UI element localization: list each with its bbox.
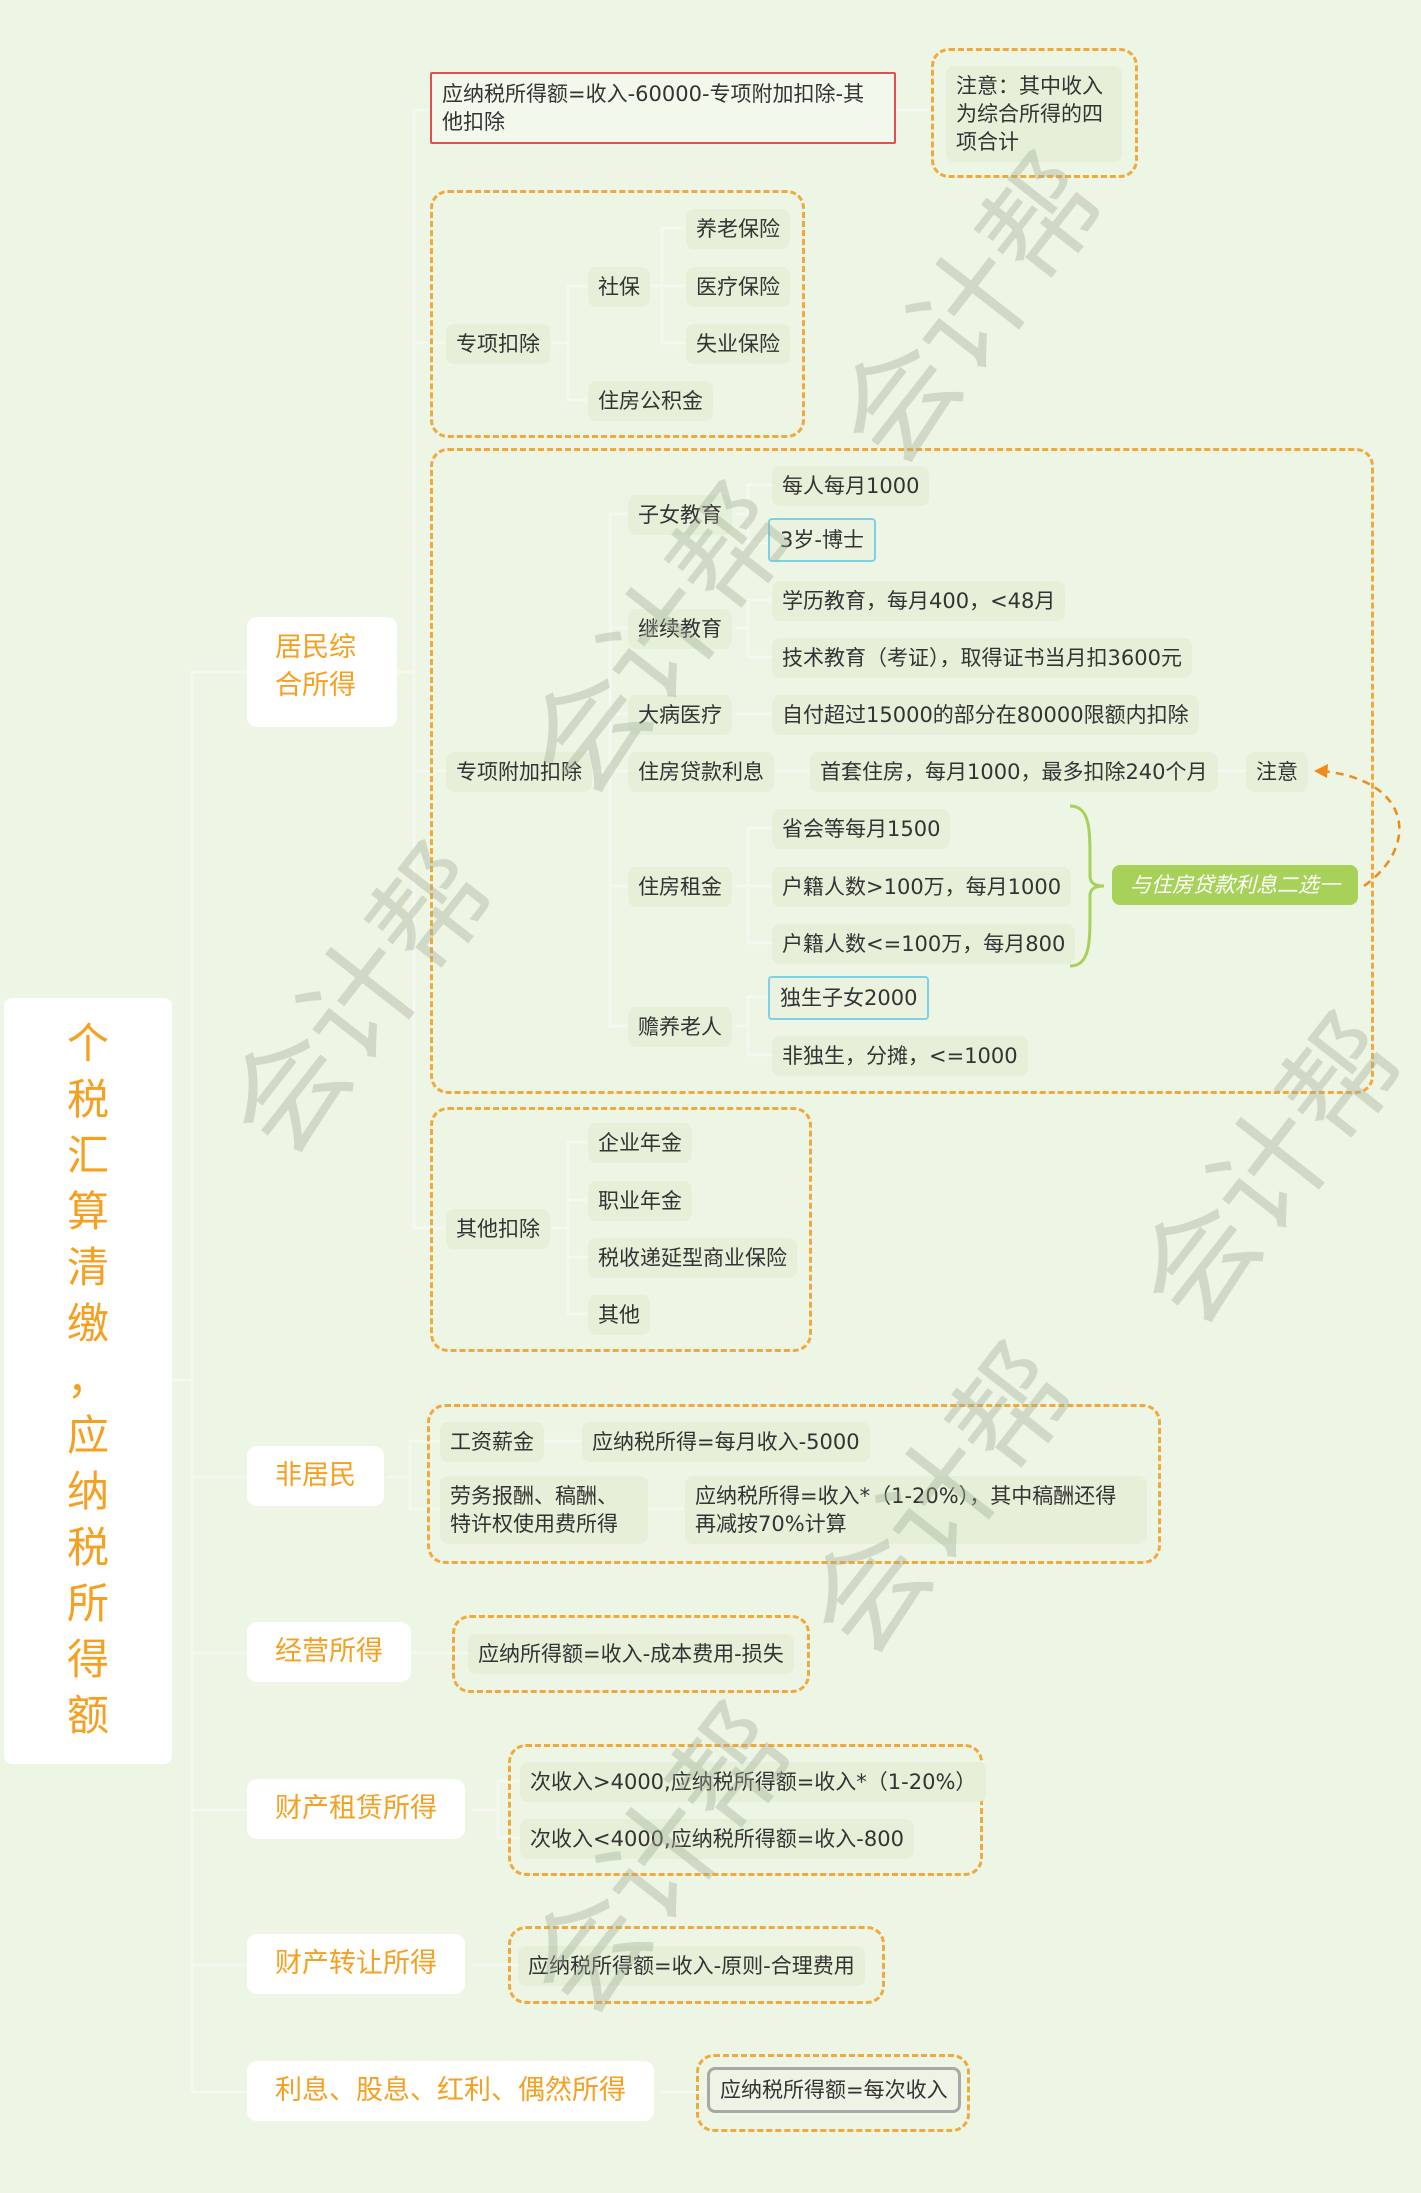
housing-loan-rule: 首套住房，每月1000，最多扣除240个月 bbox=[810, 752, 1218, 792]
category-business: 经营所得 bbox=[247, 1622, 411, 1682]
rent-large-city: 户籍人数>100万，每月1000 bbox=[772, 867, 1072, 907]
business-frame bbox=[452, 1615, 810, 1693]
pension-insurance: 养老保险 bbox=[686, 209, 790, 249]
elderly-non-only-child: 非独生，分摊，<=1000 bbox=[772, 1036, 1028, 1076]
rent-choice-note: 与住房贷款利息二选一 bbox=[1112, 865, 1358, 905]
business-formula: 应纳所得额=收入-成本费用-损失 bbox=[468, 1634, 794, 1674]
rent-capital-city: 省会等每月1500 bbox=[772, 809, 951, 849]
category-resident: 居民综 合所得 bbox=[247, 617, 397, 727]
transfer-frame bbox=[508, 1926, 885, 2004]
root-node: 个 税 汇 算 清 缴 ， 应 纳 税 所 得 额 bbox=[4, 998, 172, 1764]
category-lease: 财产租赁所得 bbox=[247, 1779, 465, 1839]
housing-fund: 住房公积金 bbox=[588, 381, 713, 421]
transfer-formula: 应纳税所得额=收入-原则-合理费用 bbox=[518, 1946, 865, 1986]
other-item: 其他 bbox=[588, 1295, 650, 1335]
labor-formula: 应纳税所得=收入*（1-20%），其中稿酬还得再减按70%计算 bbox=[685, 1476, 1147, 1544]
category-transfer: 财产转让所得 bbox=[247, 1934, 465, 1994]
lease-formula-low: 次收入<4000,应纳税所得额=收入-800 bbox=[520, 1819, 914, 1859]
elderly-support: 赡养老人 bbox=[628, 1007, 732, 1047]
category-nonresident: 非居民 bbox=[247, 1446, 384, 1506]
special-deduction-label: 专项扣除 bbox=[446, 324, 550, 364]
other-deduction-frame bbox=[430, 1107, 812, 1352]
serious-illness-rule: 自付超过15000的部分在80000限额内扣除 bbox=[772, 695, 1199, 735]
labor-remuneration: 劳务报酬、稿酬、特许权使用费所得 bbox=[440, 1476, 648, 1544]
social-insurance: 社保 bbox=[588, 267, 650, 307]
child-education-range: 3岁-博士 bbox=[768, 518, 876, 562]
other-deduction-label: 其他扣除 bbox=[446, 1209, 550, 1249]
interest-frame bbox=[696, 2054, 970, 2132]
additional-deduction-label: 专项附加扣除 bbox=[446, 752, 592, 792]
housing-loan-note: 注意 bbox=[1246, 752, 1308, 792]
housing-rent: 住房租金 bbox=[628, 867, 732, 907]
interest-formula: 应纳税所得额=每次收入 bbox=[707, 2067, 961, 2113]
child-education-amount: 每人每月1000 bbox=[772, 466, 930, 506]
continuing-education-degree: 学历教育，每月400，<48月 bbox=[772, 581, 1066, 621]
category-interest: 利息、股息、红利、偶然所得 bbox=[247, 2061, 654, 2121]
unemployment-insurance: 失业保险 bbox=[686, 324, 790, 364]
occupational-annuity: 职业年金 bbox=[588, 1181, 692, 1221]
lease-formula-high: 次收入>4000,应纳税所得额=收入*（1-20%） bbox=[520, 1762, 987, 1802]
enterprise-annuity: 企业年金 bbox=[588, 1123, 692, 1163]
lease-frame bbox=[508, 1744, 983, 1876]
additional-deduction-frame bbox=[430, 448, 1374, 1094]
continuing-education-tech: 技术教育（考证），取得证书当月扣3600元 bbox=[772, 638, 1192, 678]
wage-formula: 应纳税所得=每月收入-5000 bbox=[582, 1422, 870, 1462]
elderly-only-child: 独生子女2000 bbox=[768, 976, 930, 1020]
root-title: 个 税 汇 算 清 缴 ， 应 纳 税 所 得 额 bbox=[66, 1019, 109, 1740]
nonresident-frame bbox=[427, 1404, 1161, 1564]
rent-small-city: 户籍人数<=100万，每月800 bbox=[772, 924, 1076, 964]
note-frame bbox=[931, 48, 1138, 178]
continuing-education: 继续教育 bbox=[628, 609, 732, 649]
serious-illness: 大病医疗 bbox=[628, 695, 732, 735]
resident-note: 注意：其中收入为综合所得的四项合计 bbox=[946, 66, 1122, 162]
resident-formula: 应纳税所得额=收入-60000-专项附加扣除-其他扣除 bbox=[430, 72, 896, 144]
wage-salary: 工资薪金 bbox=[440, 1422, 544, 1462]
child-education: 子女教育 bbox=[628, 495, 732, 535]
medical-insurance: 医疗保险 bbox=[686, 267, 790, 307]
special-deduction-frame bbox=[430, 190, 805, 438]
housing-loan-interest: 住房贷款利息 bbox=[628, 752, 774, 792]
tax-deferred-insurance: 税收递延型商业保险 bbox=[588, 1238, 797, 1278]
